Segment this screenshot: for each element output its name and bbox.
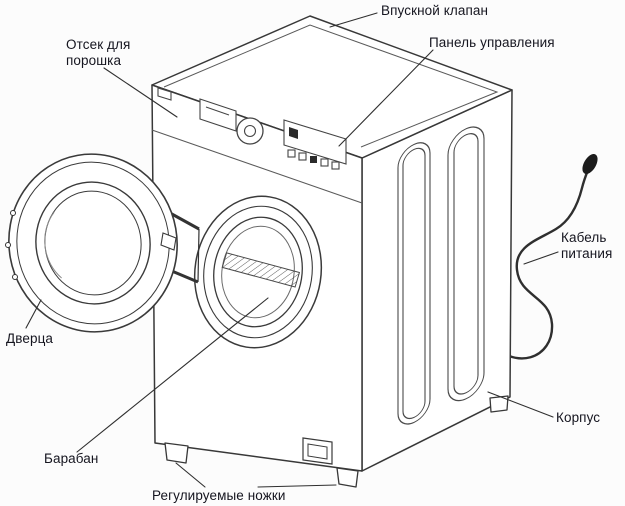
- detergent-drawer: [157, 87, 237, 132]
- leader-feet-right: [257, 484, 337, 488]
- label-door: Дверца: [6, 331, 54, 346]
- label-control-panel: Панель управления: [429, 35, 555, 50]
- door-latch: [160, 232, 177, 251]
- label-adjustable-feet: Регулируемые ножки: [152, 488, 286, 503]
- leader-door: [25, 299, 42, 329]
- control-strip-line: [151, 129, 363, 204]
- leader-detergent-drawer: [103, 67, 178, 118]
- foot-left: [164, 442, 189, 464]
- leader-drum: [76, 297, 269, 453]
- label-housing: Корпус: [556, 410, 601, 425]
- control-knob: [236, 117, 264, 145]
- label-drum: Барабан: [44, 451, 99, 466]
- label-power-cable: Кабель питания: [561, 230, 613, 261]
- side-panel-emboss: [397, 126, 485, 425]
- power-cable: [483, 168, 590, 360]
- door-open: [8, 153, 178, 333]
- foot-rear: [489, 395, 509, 413]
- drain-filter: [302, 437, 333, 465]
- leader-control-panel: [338, 49, 434, 147]
- leader-power-cable: [523, 251, 559, 265]
- power-plug-icon: [582, 154, 598, 174]
- leader-housing: [487, 391, 554, 418]
- foot-right: [336, 467, 359, 488]
- leader-lines: [25, 12, 559, 488]
- drum-paddle: [221, 252, 301, 288]
- label-detergent-drawer: Отсек для порошка: [66, 37, 131, 68]
- leader-feet-left: [175, 462, 206, 488]
- control-display: [283, 119, 347, 170]
- leader-inlet-valve: [329, 12, 378, 28]
- machine-top-inner-line: [163, 24, 499, 148]
- door-screws: [5, 210, 18, 280]
- label-inlet-valve: Впускной клапан: [381, 3, 489, 18]
- adjustable-feet: [164, 395, 509, 488]
